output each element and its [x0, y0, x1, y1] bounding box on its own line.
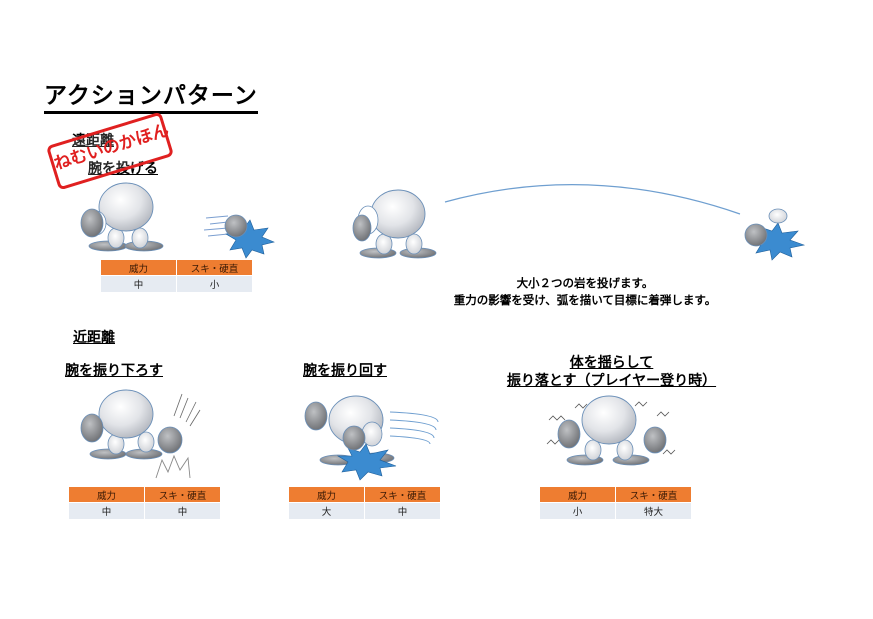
rock-throw-impact — [203, 214, 275, 259]
col-recovery-header: スキ・硬直 — [176, 260, 254, 276]
ranged-note-line2: 重力の影響を受け、弧を描いて目標に着弾します。 — [453, 293, 717, 307]
motion-lines-icon — [203, 215, 229, 237]
melee-attack-1-name: 腕を振り下ろす — [65, 363, 163, 379]
ranged-note-line1: 大小２つの岩を投げます。 — [516, 276, 654, 290]
power-value: 中 — [69, 502, 145, 519]
col-recovery-header: スキ・硬直 — [364, 487, 442, 503]
col-power-header: 威力 — [289, 487, 365, 503]
ranged-description: 大小２つの岩を投げます。 重力の影響を受け、弧を描いて目標に着弾します。 — [430, 275, 740, 309]
recovery-value: 中 — [364, 502, 442, 519]
power-value: 小 — [540, 502, 616, 519]
ranged-heading: 遠距離 — [72, 133, 114, 149]
melee-3-stats-table: 威力 スキ・硬直 小 特大 — [540, 487, 693, 519]
col-recovery-header: スキ・硬直 — [615, 487, 693, 503]
red-stamp: ねむいのかほん — [45, 111, 175, 191]
melee-attack-2-name: 腕を振り回す — [303, 363, 387, 379]
recovery-value: 小 — [176, 275, 254, 292]
golem-figure-icon — [352, 189, 437, 259]
ranged-stats-table: 威力 スキ・硬直 中 小 — [101, 260, 254, 292]
motion-lines-icon — [389, 411, 439, 445]
col-power-header: 威力 — [101, 260, 177, 276]
melee-attack-3-name: 体を揺らして 振り落とす（プレイヤー登り時） — [484, 354, 739, 390]
melee-heading: 近距離 — [73, 330, 115, 346]
throw-arc — [444, 184, 741, 215]
power-value: 中 — [101, 275, 177, 292]
motion-lines-icon — [173, 393, 201, 427]
col-recovery-header: スキ・硬直 — [144, 487, 222, 503]
melee-attack-3-name-line2: 振り落とす（プレイヤー登り時） — [506, 373, 717, 389]
shake-lines-icon — [546, 401, 676, 455]
golem-figure-icon — [80, 182, 164, 252]
page-title: アクションパターン — [44, 82, 258, 114]
impact-burst-icon — [155, 454, 191, 479]
golem-figure-icon — [80, 389, 201, 479]
impact-burst-icon — [336, 443, 397, 481]
golem-figure-icon — [304, 395, 439, 481]
golem-figure-icon — [546, 395, 676, 466]
ranged-attack-name: 腕を投げる — [88, 161, 158, 177]
col-power-header: 威力 — [540, 487, 616, 503]
recovery-value: 特大 — [615, 502, 693, 519]
rock-icon — [744, 223, 768, 247]
recovery-value: 中 — [144, 502, 222, 519]
rock-icon — [224, 214, 248, 238]
melee-attack-3-name-line1: 体を揺らして — [569, 355, 654, 371]
rock-landing-impact — [744, 208, 806, 261]
col-power-header: 威力 — [69, 487, 145, 503]
melee-1-stats-table: 威力 スキ・硬直 中 中 — [69, 487, 222, 519]
melee-2-stats-table: 威力 スキ・硬直 大 中 — [289, 487, 442, 519]
power-value: 大 — [289, 502, 365, 519]
rock-icon — [768, 208, 788, 224]
